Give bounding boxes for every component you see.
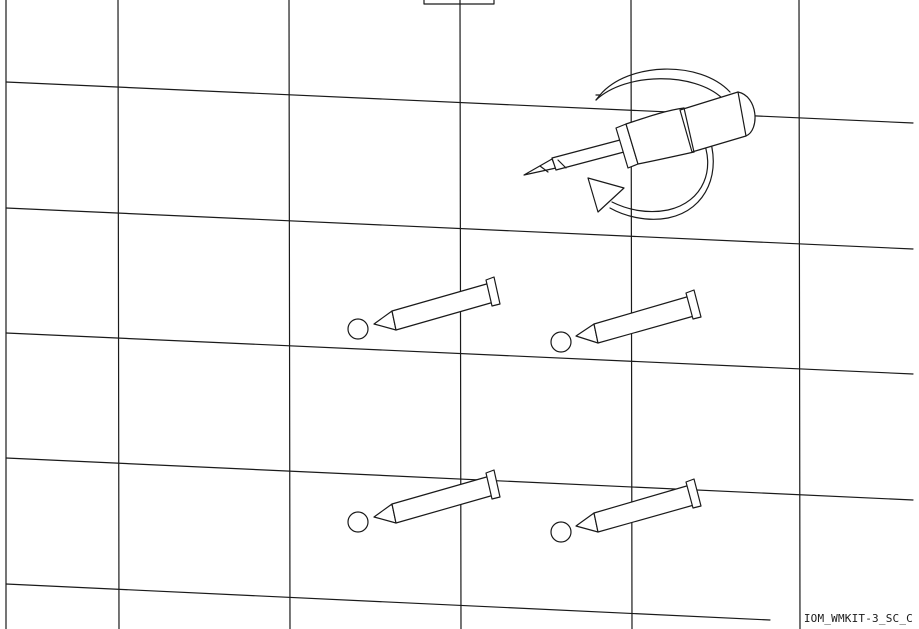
screw-icon — [373, 469, 501, 524]
screw-set — [347, 469, 702, 543]
screwdriver-icon — [523, 91, 756, 176]
pilot-hole-icon — [347, 511, 369, 533]
grid-line-horizontal — [5, 457, 914, 501]
tile-grid — [5, 0, 914, 629]
grid-line-horizontal — [5, 583, 771, 621]
top-tab — [423, 0, 495, 5]
screw-icon — [575, 478, 702, 533]
pilot-hole-icon — [347, 318, 369, 340]
grid-line-vertical — [117, 0, 120, 629]
screw-icon — [373, 276, 501, 331]
pilot-hole-icon — [550, 521, 572, 543]
grid-line-horizontal — [5, 332, 914, 375]
pilot-hole-icon — [550, 331, 572, 353]
figure-code-label: IOM_WMKIT-3_SC_C — [801, 612, 915, 625]
grid-line-horizontal — [5, 207, 914, 250]
rotation-arrow-icon — [587, 68, 731, 220]
screw-icon — [575, 289, 702, 344]
grid-line-vertical — [798, 0, 801, 629]
screw-set — [347, 276, 702, 353]
grid-line-vertical — [459, 0, 462, 629]
grid-line-vertical — [288, 0, 291, 629]
grid-line-horizontal — [5, 81, 914, 124]
